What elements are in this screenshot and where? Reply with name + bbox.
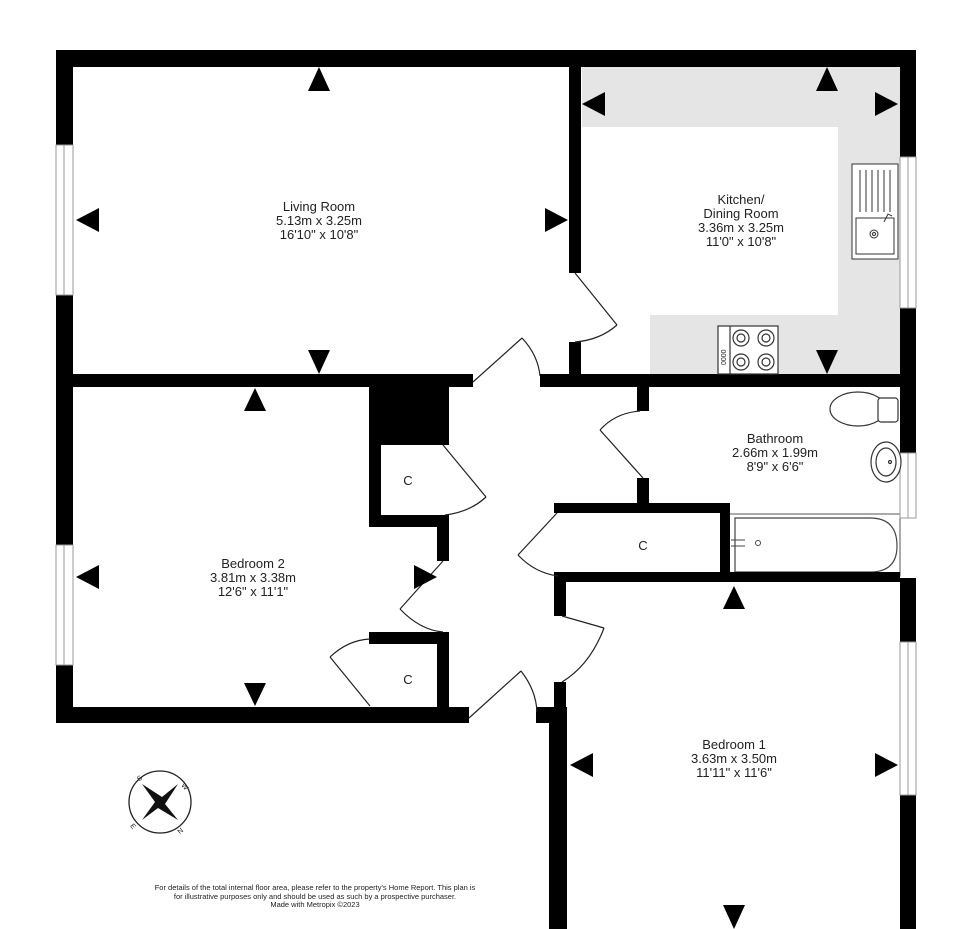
arrow-left: [76, 208, 99, 232]
hob: [717, 325, 779, 375]
arrow-up: [723, 586, 745, 609]
door-front: [468, 670, 538, 719]
compass-e: E: [128, 823, 137, 831]
window-bedroom2: [55, 544, 74, 666]
room-size-imperial: 12'6" x 11'1": [218, 584, 289, 599]
arrow-left: [76, 565, 99, 589]
window-kitchen: [899, 156, 917, 309]
room-size-metric: 3.63m x 3.50m: [691, 751, 777, 766]
room-size-imperial: 8'9" x 6'6": [747, 459, 804, 474]
room-size-metric: 3.81m x 3.38m: [210, 570, 296, 585]
arrow-right: [875, 92, 898, 116]
toilet: [829, 391, 899, 427]
disclaimer: For details of the total internal floor …: [90, 883, 540, 910]
walls: [56, 50, 916, 929]
room-size-imperial: 16'10" x 10'8": [280, 227, 359, 242]
arrow-up: [308, 67, 330, 91]
room-size-imperial: 11'0" x 10'8": [706, 234, 777, 249]
door-cupboard2: [329, 638, 371, 707]
room-size-metric: 3.36m x 3.25m: [698, 220, 784, 235]
arrow-down: [308, 350, 330, 374]
disclaimer-line: Made with Metropix ©2023: [270, 900, 360, 909]
room-label-bedroom1: Bedroom 1 3.63m x 3.50m 11'11" x 11'6": [691, 737, 777, 780]
compass-ring: [128, 770, 192, 834]
arrow-right: [875, 753, 898, 777]
kitchen-sink: [851, 163, 899, 260]
door-kitchen: [574, 272, 618, 343]
compass-w: W: [179, 782, 189, 792]
compass-star: [142, 784, 178, 820]
wash-basin: [870, 441, 902, 483]
room-size-metric: 5.13m x 3.25m: [276, 213, 362, 228]
compass-n: N: [177, 827, 185, 836]
room-name: Dining Room: [703, 206, 778, 221]
dimension-arrows: [76, 67, 898, 929]
room-label-bathroom: Bathroom 2.66m x 1.99m 8'9" x 6'6": [732, 431, 818, 474]
arrow-down: [723, 905, 745, 929]
windows: [55, 144, 917, 796]
room-name: Bathroom: [747, 431, 803, 446]
room-label-bedroom2: Bedroom 2 3.81m x 3.38m 12'6" x 11'1": [210, 556, 296, 599]
window-bathroom: [899, 452, 917, 519]
arrow-up: [816, 67, 838, 91]
room-label-kitchen: Kitchen/ Dining Room 3.36m x 3.25m 11'0"…: [698, 192, 784, 249]
arrow-down: [244, 683, 266, 706]
arrow-right: [414, 565, 437, 589]
room-size-metric: 2.66m x 1.99m: [732, 445, 818, 460]
door-bedroom1: [561, 615, 605, 683]
arrow-left: [570, 753, 593, 777]
room-name: Bedroom 1: [702, 737, 766, 752]
arrow-up: [244, 388, 266, 411]
disclaimer-line: For details of the total internal floor …: [154, 883, 476, 892]
room-size-imperial: 11'11" x 11'6": [696, 765, 772, 780]
hob-controls: 0000: [721, 349, 728, 365]
door-bathroom: [599, 410, 644, 479]
cupboard-label: C: [403, 473, 412, 488]
room-label-living-room: Living Room 5.13m x 3.25m 16'10" x 10'8": [276, 199, 362, 242]
compass-s: S: [136, 774, 144, 783]
disclaimer-line: for illustrative purposes only and shoul…: [173, 891, 457, 901]
door-cupboard-hall: [517, 512, 559, 577]
room-name: Kitchen/: [718, 192, 765, 207]
bath-tub: [727, 513, 901, 577]
door-cupboard1: [442, 444, 487, 516]
cupboard-label: C: [638, 538, 647, 553]
cupboard-label: C: [403, 672, 412, 687]
window-bedroom1: [899, 641, 917, 796]
compass: S W N E: [128, 770, 192, 836]
room-name: Bedroom 2: [221, 556, 285, 571]
arrow-down: [816, 350, 838, 374]
arrow-right: [545, 208, 568, 232]
window-living: [55, 144, 74, 296]
door-living: [472, 337, 541, 383]
arrow-left: [582, 92, 605, 116]
room-name: Living Room: [283, 199, 355, 214]
